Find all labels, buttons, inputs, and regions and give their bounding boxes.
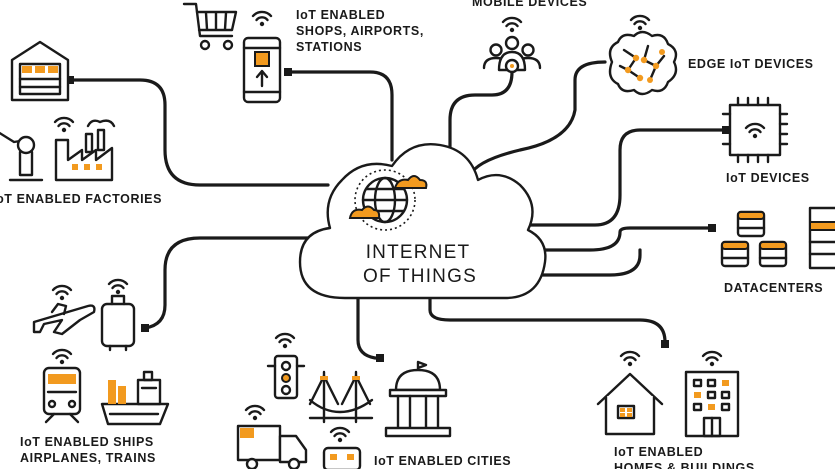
car-icon bbox=[322, 446, 362, 469]
wifi-icon bbox=[107, 278, 129, 296]
airplane-icon bbox=[32, 302, 96, 336]
train-icon bbox=[42, 366, 82, 424]
shops-label-line3: STATIONS bbox=[296, 40, 362, 54]
cities-connector bbox=[376, 354, 384, 362]
wifi-icon bbox=[629, 14, 651, 32]
factories-label: IoT ENABLED FACTORIES bbox=[0, 192, 162, 206]
ships-label-line2: AIRPLANES, TRAINS bbox=[20, 451, 156, 465]
shopping-cart-icon bbox=[182, 2, 238, 51]
shops-label-line2: SHOPS, AIRPORTS, bbox=[296, 24, 424, 38]
ships-node: IoT ENABLED SHIPS AIRPLANES, TRAINS bbox=[20, 278, 170, 465]
smartphone-icon bbox=[242, 36, 282, 104]
edge-node: EDGE IoT DEVICES bbox=[608, 14, 814, 96]
shops-node: IoT ENABLED SHOPS, AIRPORTS, STATIONS bbox=[182, 2, 424, 104]
datacenters-label: DATACENTERS bbox=[724, 281, 823, 295]
office-building-icon bbox=[684, 370, 740, 438]
datacenters-node: DATACENTERS bbox=[720, 206, 835, 295]
center-title-line1: INTERNET bbox=[366, 242, 471, 263]
cities-label: IoT ENABLED CITIES bbox=[374, 454, 511, 468]
connection-wires bbox=[68, 60, 724, 360]
wifi-icon bbox=[274, 332, 296, 350]
homes-node: IoT ENABLED HOMES & BUILDINGS bbox=[596, 350, 755, 469]
wifi-icon bbox=[251, 10, 273, 28]
iot-devices-label: IoT DEVICES bbox=[726, 171, 810, 185]
center-title-line2: OF THINGS bbox=[363, 266, 477, 287]
mobile-node: MOBILE DEVICES bbox=[472, 0, 587, 74]
ships-label-line1: IoT ENABLED SHIPS bbox=[20, 435, 154, 449]
wifi-icon bbox=[51, 284, 73, 302]
wifi-icon bbox=[701, 350, 723, 368]
edge-label: EDGE IoT DEVICES bbox=[688, 57, 814, 71]
internet-cloud: INTERNET OF THINGS bbox=[298, 143, 547, 300]
wifi-icon bbox=[619, 350, 641, 368]
industrial-robot-icon bbox=[0, 131, 44, 182]
homes-connector bbox=[661, 340, 669, 348]
homes-label-line1: IoT ENABLED bbox=[614, 445, 703, 459]
globe-icon bbox=[348, 169, 428, 231]
homes-label-line2: HOMES & BUILDINGS bbox=[614, 461, 755, 469]
mobile-label: MOBILE DEVICES bbox=[472, 0, 587, 9]
wifi-icon bbox=[53, 116, 75, 134]
wifi-icon bbox=[329, 426, 351, 444]
house-icon bbox=[596, 372, 664, 436]
truck-icon bbox=[236, 424, 308, 469]
luggage-icon bbox=[100, 294, 136, 352]
wifi-icon bbox=[244, 404, 266, 422]
wifi-icon bbox=[51, 348, 73, 366]
microchip-icon bbox=[721, 96, 789, 164]
iot-devices-node: IoT DEVICES bbox=[721, 96, 810, 185]
factories-node: IoT ENABLED FACTORIES bbox=[0, 40, 162, 206]
cities-node: IoT ENABLED CITIES bbox=[236, 332, 511, 469]
datacenter-connector bbox=[708, 224, 716, 232]
cargo-ship-icon bbox=[100, 370, 170, 426]
ships-connector bbox=[141, 324, 149, 332]
wifi-icon bbox=[501, 16, 523, 34]
shops-label-line1: IoT ENABLED bbox=[296, 8, 385, 22]
database-icon bbox=[720, 206, 835, 270]
warehouse-icon bbox=[10, 40, 70, 102]
traffic-light-icon bbox=[266, 354, 306, 400]
capitol-building-icon bbox=[384, 360, 452, 438]
people-group-icon bbox=[482, 35, 542, 74]
shops-connector bbox=[284, 68, 292, 76]
bridge-icon bbox=[308, 370, 374, 424]
factory-icon bbox=[54, 119, 116, 182]
brain-chip-icon bbox=[608, 30, 678, 96]
